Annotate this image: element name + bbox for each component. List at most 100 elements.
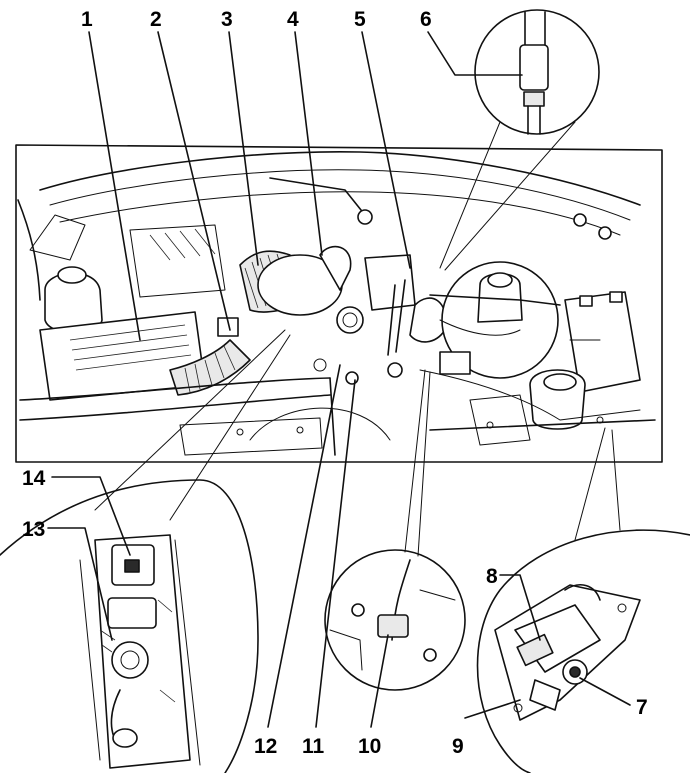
detail13-cone-right <box>169 334 291 521</box>
leader-12 <box>267 364 341 728</box>
tray-hatching <box>149 228 216 261</box>
battery <box>564 291 641 393</box>
front-crossmember-left <box>19 377 331 401</box>
sensor-bracket-right <box>439 351 471 375</box>
left-strut-top <box>29 214 86 261</box>
leader-1 <box>88 31 141 341</box>
leader-11 <box>315 379 356 728</box>
leader-3 <box>228 31 259 266</box>
leader-10 <box>370 634 389 728</box>
detail10-cone-right <box>417 371 431 557</box>
air-filter-ribs <box>69 324 192 371</box>
plate-hole-1 <box>617 603 627 613</box>
panel-bolt-4 <box>596 416 604 424</box>
callout-14: 14 <box>22 467 46 490</box>
center-post <box>329 377 336 456</box>
detail-inset-10 <box>324 369 466 691</box>
sensor-mount-11 <box>345 371 359 385</box>
detail-right-circle-arc <box>476 529 690 773</box>
detail-inset-13-14 <box>0 329 291 773</box>
coolant-hose-right <box>419 369 641 421</box>
callout-11: 11 <box>302 735 325 758</box>
sensor-mount-10 <box>387 362 403 378</box>
detail-inset-7-8-9 <box>476 427 690 773</box>
detail7-cone-left <box>574 427 606 541</box>
sensor-13-plug <box>112 728 138 748</box>
leader-5 <box>361 31 411 269</box>
callout-5: 5 <box>354 8 366 31</box>
leader-6 <box>427 31 523 76</box>
filler-neck <box>319 245 352 291</box>
detail13-cone-left <box>94 329 286 511</box>
connector-14-pins <box>124 559 140 573</box>
bracket-edge-left <box>79 559 101 761</box>
sensor-13-core <box>120 650 140 670</box>
bracket-9 <box>529 679 561 711</box>
leader-lines <box>47 31 631 728</box>
leader-2 <box>157 31 231 331</box>
inline-sensor-body <box>519 44 549 91</box>
battery-terminal-2 <box>609 291 623 303</box>
detail10-bolt-b <box>423 648 437 662</box>
dipstick-tube <box>387 284 396 356</box>
inline-sensor-connector <box>523 91 545 107</box>
left-wing-line <box>17 199 41 301</box>
module-wire <box>564 584 601 601</box>
brake-reservoir-cap <box>487 272 513 288</box>
engine-bay-view <box>15 144 663 463</box>
leader-9 <box>464 699 521 719</box>
wiper-pivot <box>357 209 373 225</box>
plate-hole-2 <box>513 703 523 713</box>
oil-filler-cap-inner <box>342 312 358 328</box>
leader-8 <box>499 574 541 641</box>
sensor-7-core <box>569 666 581 678</box>
callout-8: 8 <box>486 565 498 588</box>
detail10-bracket <box>329 629 363 671</box>
callout-13: 13 <box>22 518 45 541</box>
callout-3: 3 <box>221 8 233 31</box>
dipstick-tube-outer <box>395 279 406 353</box>
callout-12: 12 <box>254 735 277 758</box>
panel-bolt-2 <box>296 426 304 434</box>
cowl-edge <box>49 169 631 221</box>
oil-filler-cap <box>336 306 364 334</box>
detail-inset-6 <box>439 9 600 271</box>
detail6-cone-right <box>444 121 576 271</box>
callout-9: 9 <box>452 735 464 758</box>
leader-14 <box>51 476 131 556</box>
sensor-10-body <box>377 614 409 638</box>
expansion-tank-cap <box>543 373 577 391</box>
callout-4: 4 <box>287 8 299 31</box>
sensor-13-upper <box>107 597 157 629</box>
callout-labels: 1 2 3 4 5 6 7 8 9 10 11 12 13 14 <box>22 8 648 758</box>
detail10-cone-left <box>404 369 426 553</box>
leader-7 <box>579 677 631 706</box>
callout-1: 1 <box>81 8 93 31</box>
callout-6: 6 <box>420 8 432 31</box>
engine-mount-bolt <box>313 358 327 372</box>
front-panel-left <box>19 394 331 421</box>
panel-bolt-1 <box>236 428 244 436</box>
callout-2: 2 <box>150 8 162 31</box>
airflow-sensor <box>217 317 239 337</box>
relay-bracket <box>364 254 416 311</box>
detail10-edge <box>419 589 456 601</box>
main-view-frame <box>15 144 663 463</box>
leader-13 <box>47 527 113 641</box>
reservoir-cap <box>57 266 87 284</box>
bulkhead-edge <box>59 191 621 236</box>
detail6-cone-left <box>439 121 501 269</box>
module-8-connector <box>516 633 554 667</box>
front-panel-right <box>429 419 656 431</box>
windscreen-edge <box>39 151 641 206</box>
leader-4 <box>294 31 323 256</box>
intake-hose <box>169 339 251 396</box>
sensor-13-body <box>111 641 149 679</box>
cowl-bolt-far-right <box>598 226 612 240</box>
thermostat-housing <box>469 394 531 446</box>
detail-left-circle-arc <box>0 479 259 773</box>
battery-tray-left <box>129 224 226 298</box>
battery-terminal-1 <box>579 295 593 307</box>
